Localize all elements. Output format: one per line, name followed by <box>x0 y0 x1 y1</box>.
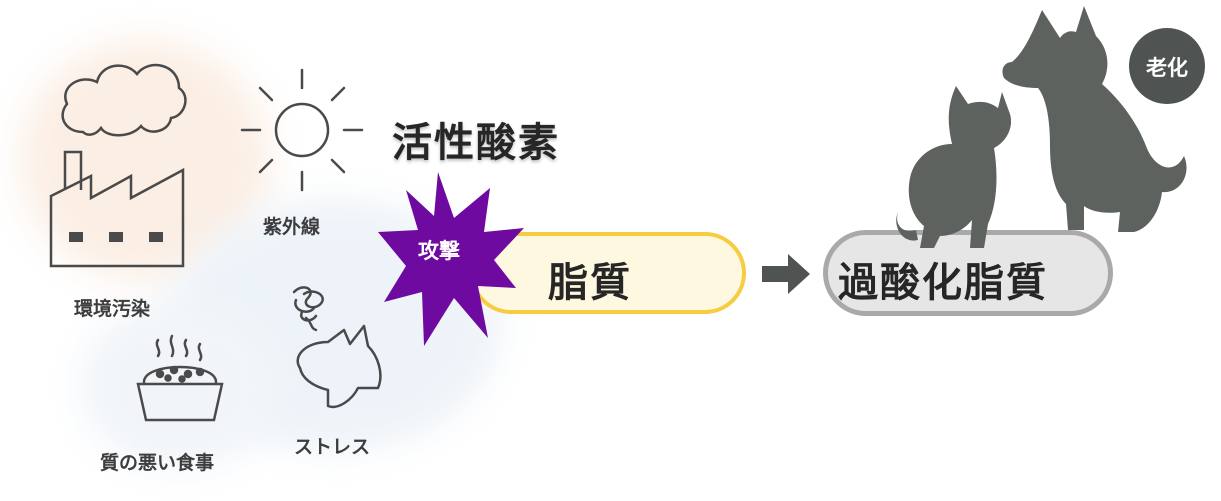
label-uv: 紫外線 <box>263 216 321 238</box>
lipid-peroxide-label: 過酸化脂質 <box>838 260 1048 306</box>
stressed-dog-icon <box>292 286 382 409</box>
lipid-pill <box>470 232 746 314</box>
active-oxygen-heading: 活性酸素 <box>392 120 560 166</box>
lipid-label: 脂質 <box>548 260 632 306</box>
aging-badge <box>1129 28 1205 104</box>
burst-icon <box>378 172 524 346</box>
label-diet: 質の悪い食事 <box>100 452 215 474</box>
label-stress: ストレス <box>294 436 371 458</box>
cat-silhouette-icon <box>896 86 1012 248</box>
attack-label: 攻撃 <box>418 239 460 263</box>
lipid-peroxide-pill <box>823 230 1113 316</box>
sun-icon <box>240 68 364 192</box>
arrow-right-icon <box>762 254 810 294</box>
food-bowl-icon <box>136 334 224 422</box>
factory-icon <box>49 63 187 268</box>
dog-silhouette-icon <box>1002 6 1187 232</box>
label-pollution: 環境汚染 <box>74 298 151 320</box>
aging-label: 老化 <box>1146 56 1188 80</box>
